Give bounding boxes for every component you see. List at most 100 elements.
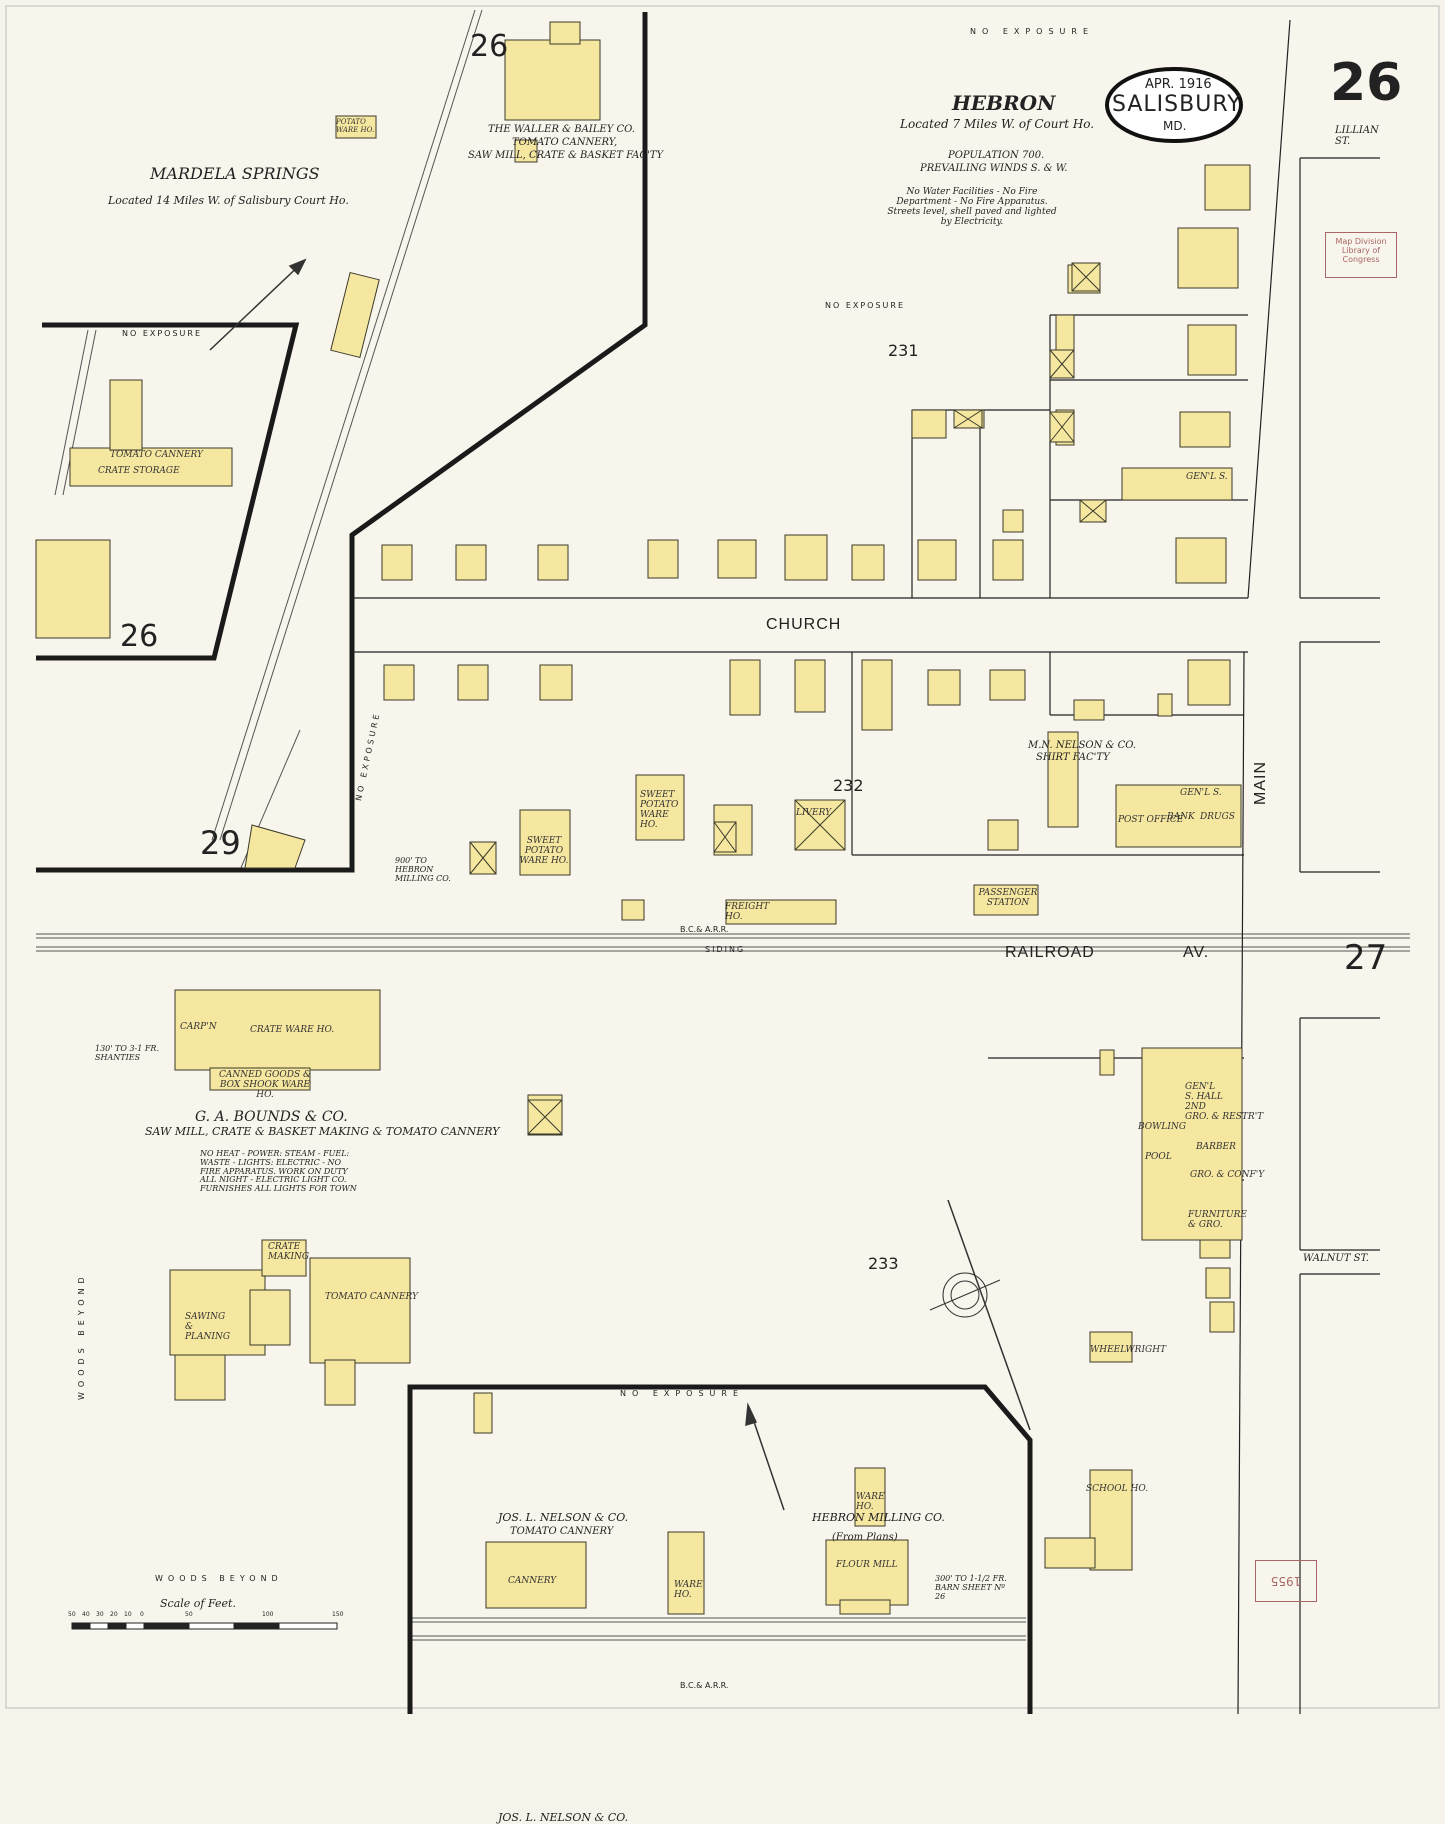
town-facilities: No Water Facilities - No Fire Department…: [887, 187, 1057, 227]
label-school-ho: SCHOOL HO.: [1086, 1484, 1149, 1494]
block-233: 233: [868, 1254, 899, 1273]
label-freight-house: FREIGHT HO.: [725, 902, 770, 922]
label-gro-confy: GRO. & CONF'Y: [1190, 1170, 1265, 1180]
woods-left: WOODS BEYOND: [77, 1272, 86, 1400]
label-sweet-potato-2: SWEET POTATO WARE HO.: [519, 836, 569, 866]
label-crate-ware-ho: CRATE WARE HO.: [250, 1025, 335, 1035]
label-genl-store-231: GEN'L S.: [1186, 472, 1228, 482]
note-shanties: 130' TO 3-1 FR. SHANTIES: [95, 1044, 159, 1062]
title-oval: [1105, 67, 1243, 143]
x-sheds: [469, 262, 1107, 1135]
railroad-tracks: [36, 9, 1410, 1641]
adjacent-sheet-north: 26: [470, 29, 509, 64]
north-arrows: [209, 258, 785, 1511]
town-population: POPULATION 700.: [948, 150, 1045, 161]
label-tomato-cannery: TOMATO CANNERY: [110, 450, 203, 460]
hebron-milling-name: HEBRON MILLING CO.: [812, 1511, 945, 1524]
scale-tick-100: 100: [262, 1611, 274, 1618]
label-tomato-cannery-bounds: TOMATO CANNERY: [325, 1292, 418, 1302]
label-ware-ho-bottom: WARE HO.: [674, 1580, 703, 1600]
note-barn: 300' TO 1-1/2 FR. BARN SHEET Nº 26: [935, 1574, 1007, 1601]
scale-bar: [71, 1622, 338, 1630]
library-stamp: Map Division Library of Congress: [1325, 232, 1397, 278]
label-livery: LIVERY: [796, 808, 832, 818]
label-potato-ware: POTATO WARE HO.: [336, 118, 375, 134]
block-231: 231: [888, 341, 919, 360]
jos-nelson-name: JOS. L. NELSON & CO.: [498, 1811, 629, 1824]
fire-insurance-map: [5, 5, 1440, 1714]
label-wheelwright: WHEELWRIGHT: [1090, 1345, 1167, 1355]
inset-name: MARDELA SPRINGS: [150, 164, 320, 183]
label-sweet-potato-1: SWEET POTATO WARE HO.: [640, 790, 679, 830]
scale-tick-10: 10: [124, 1611, 132, 1618]
header-date: APR. 1916: [1145, 77, 1212, 92]
compass-rose: [929, 1199, 1031, 1431]
exposure-bottom: NO EXPOSURE: [620, 1389, 745, 1398]
scale-tick-40: 40: [82, 1611, 90, 1618]
siding-label: SIDING: [705, 945, 746, 954]
scale-tick-0: 0: [140, 1611, 144, 1618]
label-drugs: DRUGS: [1200, 812, 1235, 822]
label-carpn: CARP'N: [180, 1022, 217, 1032]
jos-nelson-line1: JOS. L. NELSON & CO.: [498, 1511, 629, 1524]
label-gro-restrt: GRO. & RESTR'T: [1185, 1112, 1264, 1122]
label-barber: BARBER: [1196, 1142, 1236, 1152]
header-state: MD.: [1163, 119, 1187, 133]
town-winds: PREVAILING WINDS S. & W.: [920, 163, 1068, 174]
inset-location: Located 14 Miles W. of Salisbury Court H…: [108, 194, 349, 207]
label-passenger-station: PASSENGER STATION: [978, 888, 1038, 908]
year-stamp: 1955: [1255, 1560, 1317, 1602]
scale-tick-50w: 50: [68, 1611, 76, 1618]
adjacent-sheet-east: 27: [1344, 938, 1388, 978]
scale-tick-50: 50: [185, 1611, 193, 1618]
jos-nelson-line2: TOMATO CANNERY: [510, 1526, 614, 1537]
waller-bailey-name: THE WALLER & BAILEY CO.: [488, 124, 635, 135]
waller-bailey-line3: SAW MILL, CRATE & BASKET FAC'TY: [468, 150, 664, 161]
label-post-office: POST OFFICE: [1118, 815, 1184, 825]
street-church: CHURCH: [766, 616, 842, 633]
label-genl-store-232: GEN'L S.: [1180, 788, 1222, 798]
town-name: HEBRON: [952, 91, 1056, 115]
scale-title: Scale of Feet.: [160, 1597, 236, 1610]
hebron-milling-plans: (From Plans): [832, 1532, 898, 1543]
label-sawing-planing: SAWING & PLANING: [185, 1312, 231, 1342]
label-crate-storage: CRATE STORAGE: [98, 466, 180, 476]
mn-nelson-desc: SHIRT FAC'TY: [1036, 752, 1110, 763]
label-bowling: BOWLING: [1138, 1122, 1187, 1132]
label-bank: BANK: [1167, 812, 1195, 822]
street-main: MAIN: [1252, 761, 1269, 805]
street-railroad: RAILROAD: [1005, 944, 1095, 961]
note-hebron-milling: 900' TO HEBRON MILLING CO.: [395, 856, 451, 883]
street-walnut: WALNUT ST.: [1303, 1253, 1369, 1264]
label-ware-ho-mill: WARE HO.: [856, 1492, 885, 1512]
sheet-boundaries: [36, 12, 1033, 1714]
block-232: 232: [833, 776, 864, 795]
label-pool: POOL: [1145, 1152, 1172, 1162]
sheet-number: 26: [1330, 53, 1403, 113]
exposure-north: NO EXPOSURE: [970, 27, 1095, 36]
railroad-label-bottom: B.C.& A.R.R.: [680, 1681, 729, 1690]
woods-bottom: WOODS BEYOND: [155, 1574, 283, 1583]
label-genl-hall: GEN'L S. HALL 2ND: [1185, 1082, 1223, 1112]
town-location: Located 7 Miles W. of Court Ho.: [900, 117, 1095, 131]
scale-tick-20: 20: [110, 1611, 118, 1618]
exposure-mardela: NO EXPOSURE: [122, 329, 203, 338]
mn-nelson-name: M.N. NELSON & CO.: [1028, 740, 1137, 751]
street-lillian: LILLIAN ST.: [1335, 125, 1379, 147]
exposure-block-231: NO EXPOSURE: [825, 301, 906, 310]
header-city: SALISBURY: [1112, 92, 1242, 117]
scale-tick-30: 30: [96, 1611, 104, 1618]
label-flour-mill: FLOUR MILL: [836, 1560, 898, 1570]
label-crate-making: CRATE MAKING: [268, 1242, 310, 1262]
bounds-name: G. A. BOUNDS & CO.: [195, 1109, 348, 1125]
waller-bailey-line2: TOMATO CANNERY,: [512, 137, 618, 148]
label-cannery: CANNERY: [508, 1576, 557, 1586]
bounds-note: NO HEAT - POWER: STEAM - FUEL: WASTE - L…: [200, 1149, 357, 1194]
railroad-label-main: B.C.& A.R.R.: [680, 925, 729, 934]
label-furniture: FURNITURE & GRO.: [1188, 1210, 1247, 1230]
bounds-desc: SAW MILL, CRATE & BASKET MAKING & TOMATO…: [145, 1125, 500, 1138]
street-av: AV.: [1183, 944, 1210, 961]
scale-tick-150: 150: [332, 1611, 344, 1618]
adjacent-sheet-southwest: 29: [200, 824, 241, 862]
adjacent-sheet-mardela: 26: [120, 619, 159, 654]
